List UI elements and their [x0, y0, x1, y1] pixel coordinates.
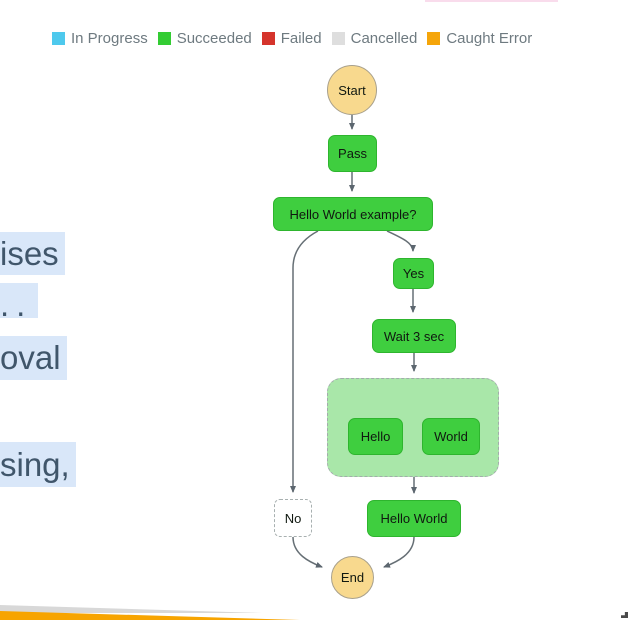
- workflow-node-end[interactable]: End: [331, 556, 374, 599]
- caught-error-swatch-icon: [427, 32, 441, 45]
- legend-item-in-progress: In Progress: [52, 30, 148, 47]
- legend-item-succeeded: Succeeded: [157, 30, 252, 47]
- workflow-node-choice[interactable]: Hello World example?: [273, 197, 433, 231]
- succeeded-swatch-icon: [157, 32, 171, 45]
- legend-label: Failed: [280, 30, 322, 47]
- workflow-node-wait[interactable]: Wait 3 sec: [372, 319, 456, 353]
- bottom-orange-wedge: [0, 611, 300, 620]
- workflow-node-hello-world[interactable]: Hello World: [367, 500, 461, 537]
- legend-item-cancelled: Cancelled: [331, 30, 418, 47]
- in-progress-swatch-icon: [52, 32, 65, 45]
- workflow-node-world[interactable]: World: [422, 418, 480, 455]
- highlighted-text-fragment: oval: [0, 336, 67, 380]
- workflow-node-hello[interactable]: Hello: [348, 418, 403, 455]
- workflow-node-no[interactable]: No: [274, 499, 312, 537]
- highlighted-text-fragment: ises: [0, 232, 65, 275]
- legend-item-failed: Failed: [261, 30, 322, 47]
- workflow-node-pass[interactable]: Pass: [328, 135, 377, 172]
- workflow-node-start[interactable]: Start: [327, 65, 377, 115]
- workflow-node-yes[interactable]: Yes: [393, 258, 434, 289]
- highlighted-text-fragment: sing,: [0, 442, 76, 487]
- top-pink-strip: [425, 0, 558, 2]
- legend-label: Caught Error: [446, 30, 533, 47]
- status-legend: In Progress Succeeded Failed Cancelled C…: [52, 30, 532, 47]
- legend-label: Succeeded: [176, 30, 252, 47]
- bottom-gray-wedge: [0, 605, 262, 613]
- legend-label: Cancelled: [350, 30, 418, 47]
- failed-swatch-icon: [261, 32, 275, 45]
- cancelled-swatch-icon: [331, 32, 345, 45]
- highlighted-text-fragment: ..: [0, 283, 39, 321]
- legend-label: In Progress: [71, 30, 148, 47]
- legend-item-caught-error: Caught Error: [427, 30, 532, 47]
